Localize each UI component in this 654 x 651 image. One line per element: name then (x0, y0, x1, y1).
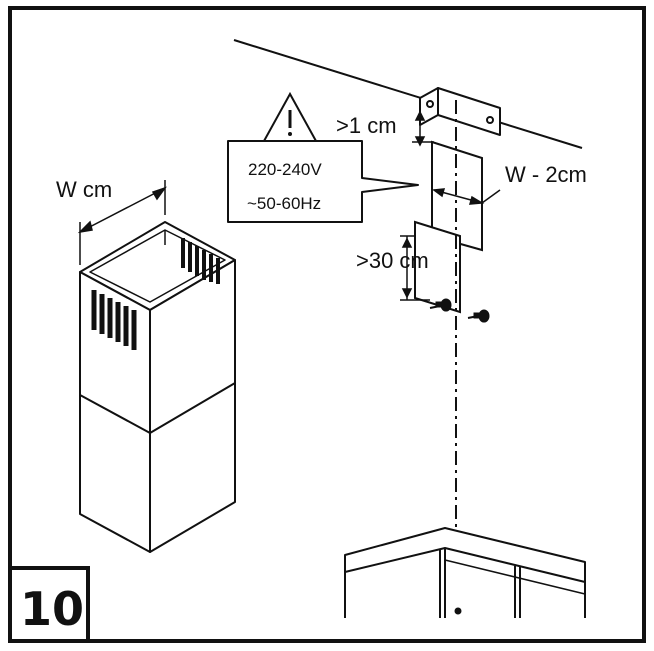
warning-frequency: ~50-60Hz (247, 194, 321, 213)
gap-bracket-label: >30 cm (356, 248, 429, 273)
diagram-border (8, 6, 646, 643)
wall-bracket (419, 87, 501, 136)
width-dimension (77, 180, 167, 265)
bracket-width-label: W - 2cm (505, 162, 587, 187)
hood-body (344, 527, 586, 618)
warning-triangle-icon (262, 91, 318, 142)
warning-voltage: 220-240V (248, 160, 322, 179)
vent-slots-left (91, 290, 137, 350)
width-label: W cm (56, 177, 112, 202)
vent-slots-right (181, 238, 220, 284)
gap-bracket-dimension (400, 235, 430, 301)
gap-top-dimension (412, 110, 434, 147)
screw-icon (429, 298, 452, 312)
bracket-width-dimension (432, 188, 501, 205)
warning-callout (227, 140, 419, 223)
ceiling-line (233, 39, 583, 149)
screw-icon (467, 309, 490, 323)
gap-top-label: >1 cm (336, 113, 397, 138)
step-number-box (8, 566, 90, 643)
step-number: 10 (20, 582, 84, 636)
mounting-plate (414, 140, 483, 314)
